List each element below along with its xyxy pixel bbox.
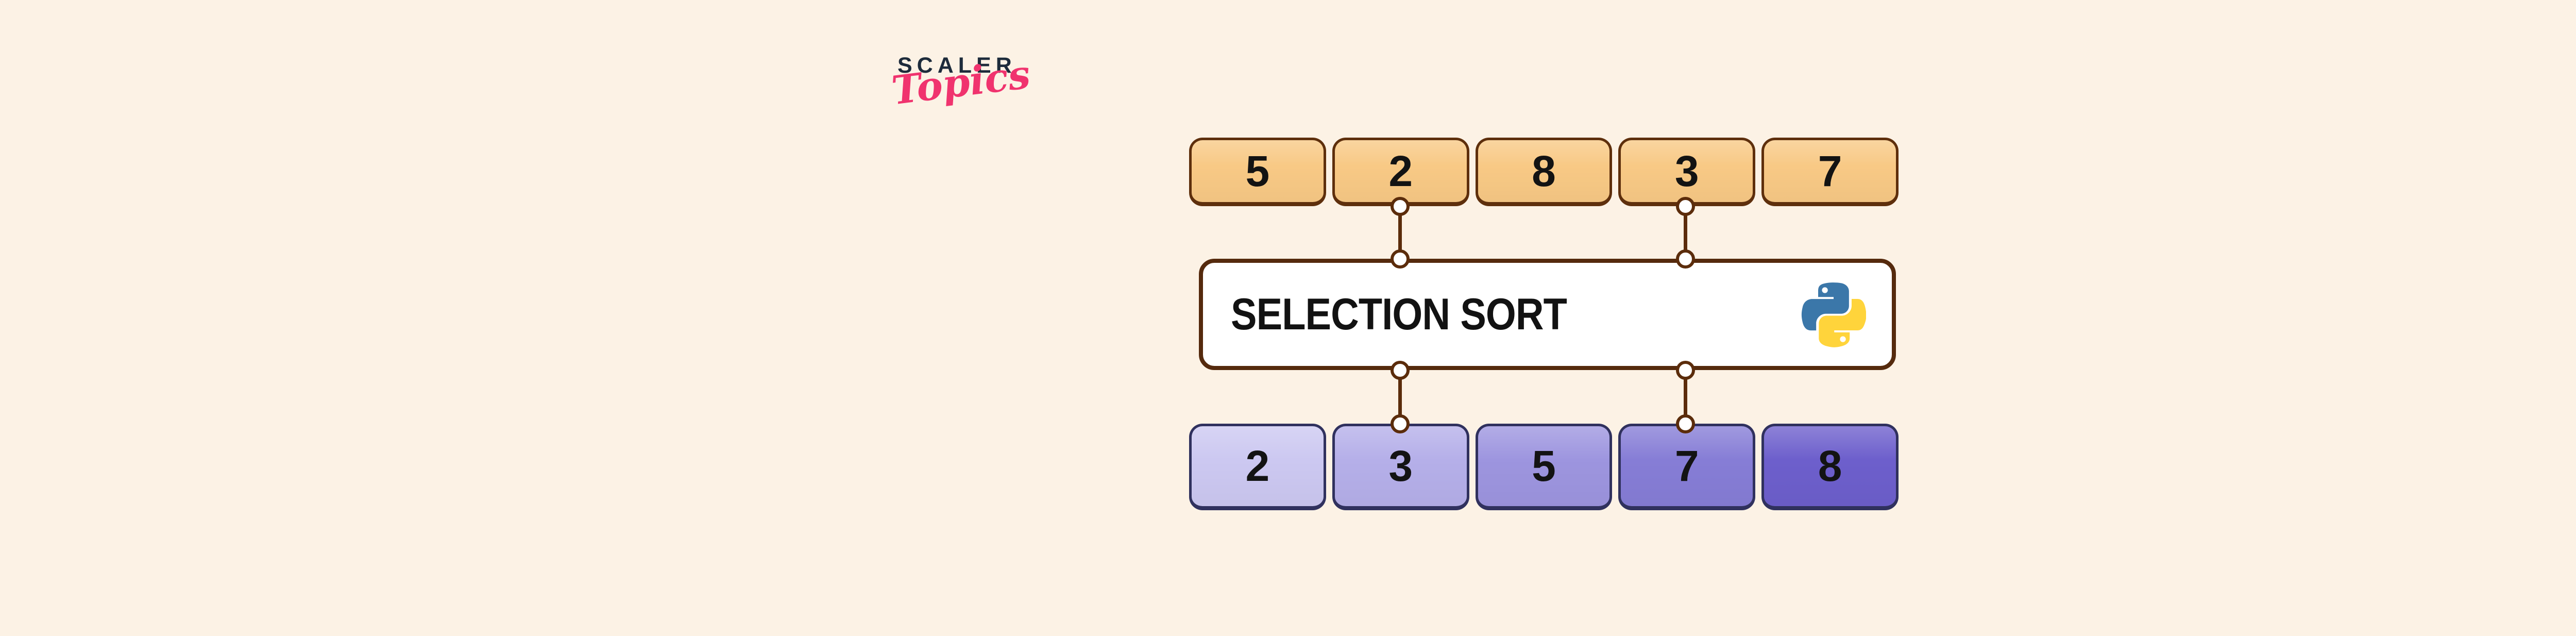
connector-line	[1398, 204, 1402, 261]
selection-sort-panel: SELECTION SORT	[1199, 259, 1896, 370]
scaler-topics-logo: SCALER Topics	[889, 51, 1044, 139]
connector-line	[1398, 368, 1402, 426]
unsorted-cell: 7	[1761, 138, 1899, 206]
connector-line	[1684, 204, 1687, 261]
unsorted-cell: 3	[1618, 138, 1756, 206]
unsorted-array: 5 2 8 3 7	[1189, 138, 1899, 206]
sorted-cell: 8	[1761, 424, 1899, 510]
sorted-cell: 7	[1618, 424, 1756, 510]
sorted-array: 2 3 5 7 8	[1189, 424, 1899, 510]
python-eye	[1840, 336, 1846, 342]
unsorted-cell: 2	[1332, 138, 1469, 206]
unsorted-cell: 8	[1475, 138, 1613, 206]
connector-node	[1391, 197, 1410, 216]
sorted-cell: 5	[1475, 424, 1613, 510]
connector-node	[1676, 414, 1695, 433]
python-logo-icon	[1801, 282, 1866, 347]
connector-line	[1684, 368, 1687, 426]
panel-title: SELECTION SORT	[1231, 289, 1567, 339]
connector-node	[1391, 414, 1410, 433]
brand-wordmark: SCALER	[897, 53, 1016, 78]
sorted-cell: 3	[1332, 424, 1469, 510]
connector-node	[1676, 361, 1695, 380]
connector-node	[1391, 249, 1410, 269]
connector-node	[1676, 197, 1695, 216]
connector-node	[1391, 361, 1410, 380]
unsorted-cell: 5	[1189, 138, 1326, 206]
python-eye	[1822, 287, 1828, 293]
sorted-cell: 2	[1189, 424, 1326, 510]
connector-node	[1676, 249, 1695, 269]
